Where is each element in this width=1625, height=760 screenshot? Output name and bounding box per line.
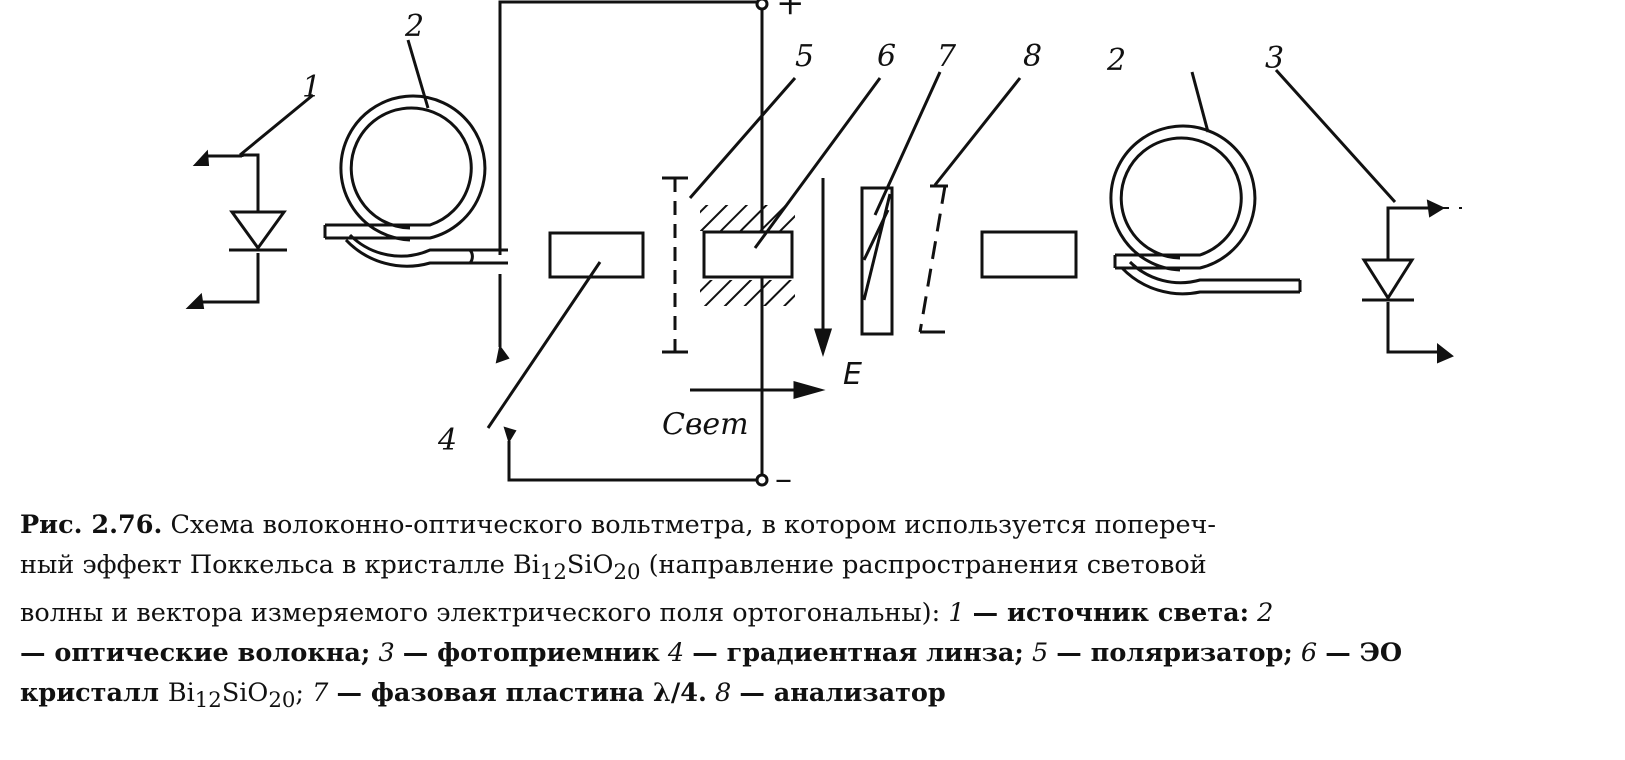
item-text: — оптические волокна;: [20, 638, 371, 669]
label-7-wave-plate: 7: [937, 39, 957, 74]
item-text: — ЭО: [1325, 638, 1403, 669]
eo-crystal: [700, 205, 795, 306]
wave-plate: [860, 186, 894, 336]
voltmeter-diagram: + –: [185, 0, 1462, 495]
item-number: 7: [312, 678, 329, 709]
label-8-analyzer: 8: [1023, 39, 1042, 74]
fiber-left-icon: [323, 94, 508, 268]
formula-subscript: 20: [268, 688, 296, 714]
item-text: — градиентная линза;: [692, 638, 1024, 669]
formula-part: SiO: [566, 550, 614, 580]
terminal-plus-circle: [755, 0, 769, 11]
terminal-minus-circle: [755, 473, 769, 487]
formula-subscript: 20: [613, 560, 641, 586]
formula-bi12sio20: Bi12SiO20: [512, 550, 641, 585]
label-3-photodetector: 3: [1265, 41, 1284, 76]
detector-lead-arrows: [1426, 199, 1454, 364]
formula-bi12sio20: Bi12SiO20: [167, 678, 296, 713]
caption-line-4: — оптические волокна; 3 — фотоприемник 4…: [20, 633, 1605, 673]
output-lens: [980, 230, 1078, 279]
item-number: 5: [1031, 638, 1049, 669]
item-text: — фазовая пластина λ/4.: [336, 678, 707, 709]
formula-subscript: 12: [539, 560, 567, 586]
formula-part: SiO: [221, 678, 269, 709]
label-2-fiber-left: 2: [404, 9, 424, 44]
e-field-label: E: [843, 357, 862, 392]
item-text: кристалл: [20, 678, 168, 709]
polarizer: [662, 176, 688, 354]
item-number: 2: [1257, 598, 1274, 629]
item-number: 8: [714, 678, 732, 709]
item-number: 1: [948, 598, 965, 629]
photodetector: [1361, 206, 1440, 354]
e-field-arrow: [813, 178, 833, 357]
item-number: 3: [378, 638, 395, 669]
caption-line-1: Рис. 2.76. Схема волоконно-оптического в…: [20, 505, 1605, 545]
item-text: — источник света:: [972, 598, 1250, 629]
item-text: — поляризатор;: [1056, 638, 1293, 669]
item-number: 4: [667, 638, 685, 669]
light-label: Свет: [662, 407, 749, 442]
label-6-crystal: 6: [877, 39, 896, 74]
caption-line-5: кристалл Bi12SiO20; 7 — фазовая пластина…: [20, 673, 1605, 721]
caption-text: ный эффект Поккельса в кристалле: [20, 550, 513, 580]
light-direction-arrow: [690, 381, 826, 399]
grin-lens: [548, 231, 645, 279]
terminal-plus-label: +: [776, 0, 805, 23]
item-text: — фотоприемник: [402, 638, 660, 669]
source-lead-arrows: [185, 149, 210, 309]
label-4-grin-lens: 4: [437, 423, 457, 458]
caption-line-3: волны и вектора измеряемого электрическо…: [20, 593, 1605, 633]
label-1-source: 1: [302, 70, 321, 105]
leader-lines: [239, 39, 1397, 429]
formula-part: Bi: [512, 550, 540, 580]
caption-text: ;: [295, 678, 304, 709]
fiber-right-icon: [1109, 124, 1302, 296]
terminal-minus-label: –: [775, 459, 792, 495]
label-2-fiber-right: 2: [1106, 43, 1126, 78]
item-number: 6: [1300, 638, 1318, 669]
formula-subscript: 12: [194, 688, 222, 714]
item-text: — анализатор: [739, 678, 946, 709]
formula-part: Bi: [167, 678, 195, 709]
analyzer: [918, 184, 948, 334]
figure-number: Рис. 2.76.: [20, 510, 163, 540]
caption-title: Схема волоконно-оптического вольтметра, …: [170, 510, 1217, 540]
figure-caption: Рис. 2.76. Схема волоконно-оптического в…: [20, 505, 1605, 721]
electrical-wiring: [498, 0, 764, 482]
light-source: [198, 153, 287, 304]
caption-text: (направление распространения световой: [640, 550, 1207, 580]
caption-line-2: ный эффект Поккельса в кристалле Bi12SiO…: [20, 545, 1605, 593]
label-5-polarizer: 5: [795, 39, 814, 74]
wire-end-arrows: [495, 344, 517, 444]
caption-text: волны и вектора измеряемого электрическо…: [20, 598, 941, 629]
